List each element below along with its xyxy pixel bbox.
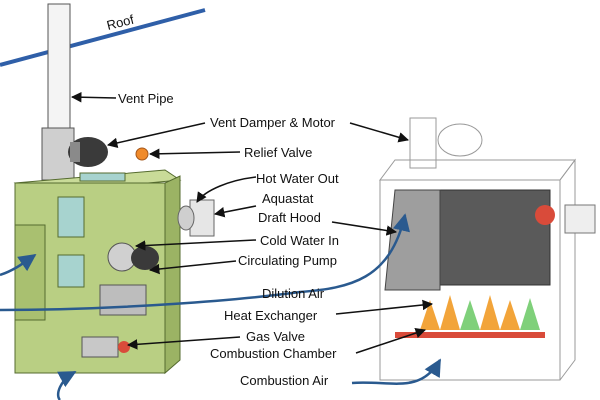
pointer-relief-valve: [148, 148, 241, 160]
pointer-damper-right: [349, 122, 410, 143]
combustion-air-right-arrow: [351, 358, 442, 385]
label-hot-water-out: Hot Water Out: [256, 171, 339, 186]
cutaway-top: [379, 159, 576, 181]
dilution-air-left-arrow: [0, 253, 37, 277]
pointer-draft-hood: [331, 221, 398, 236]
label-dilution-air: Dilution Air: [262, 286, 325, 301]
burner-bar: [395, 332, 545, 338]
draft-hood-block: [384, 189, 441, 291]
label-relief-valve: Relief Valve: [244, 145, 312, 160]
heat-exchanger-block: [439, 189, 551, 286]
label-roof: Roof: [105, 12, 136, 33]
pointer-cold-water-in: [134, 239, 257, 251]
pointer-circulating-pump: [148, 260, 237, 275]
boiler-left-front-panel: [14, 224, 46, 321]
control-box-right: [564, 204, 596, 234]
pump-motor: [131, 246, 159, 270]
boiler-left-side: [164, 175, 181, 375]
pump-housing: [99, 284, 147, 316]
label-combustion-chamber: Combustion Chamber: [210, 346, 337, 361]
damper-motor-mount-left: [70, 142, 80, 162]
burner-port-icon: [535, 205, 555, 225]
burner-flames: [420, 295, 540, 330]
relief-valve-icon: [135, 147, 149, 161]
pointer-gas-valve: [126, 336, 241, 350]
damper-motor-right: [437, 123, 483, 157]
gas-valve-icon: [81, 336, 119, 358]
roof-line: [0, 8, 206, 67]
label-combustion-air: Combustion Air: [240, 373, 329, 388]
pointer-aquastat: [213, 205, 257, 218]
gas-valve-knob: [118, 341, 130, 353]
pointer-heat-exchanger: [335, 299, 434, 315]
top-panel: [79, 172, 126, 182]
pointer-hot-water-out: [196, 176, 257, 203]
label-gas-valve: Gas Valve: [246, 329, 305, 344]
vent-damper-right: [409, 117, 437, 169]
label-vent-damper-motor: Vent Damper & Motor: [210, 115, 336, 130]
panel-window-top: [57, 196, 85, 238]
pointer-combustion-chamber: [355, 328, 426, 354]
dilution-air-arrow: [0, 213, 410, 312]
hot-water-out-pipe: [177, 205, 195, 231]
pointer-vent-pipe: [70, 91, 117, 103]
label-draft-hood: Draft Hood: [258, 210, 321, 225]
label-aquastat: Aquastat: [262, 191, 314, 206]
combustion-air-arrow: [56, 370, 77, 400]
cutaway-right-edge: [559, 158, 576, 381]
panel-window-bottom: [57, 254, 85, 288]
pointer-damper-left: [106, 122, 206, 149]
label-vent-pipe: Vent Pipe: [118, 91, 174, 106]
vent-pipe: [47, 3, 71, 133]
label-cold-water-in: Cold Water In: [260, 233, 339, 248]
label-heat-exchanger: Heat Exchanger: [224, 308, 318, 323]
label-circulating-pump: Circulating Pump: [238, 253, 337, 268]
